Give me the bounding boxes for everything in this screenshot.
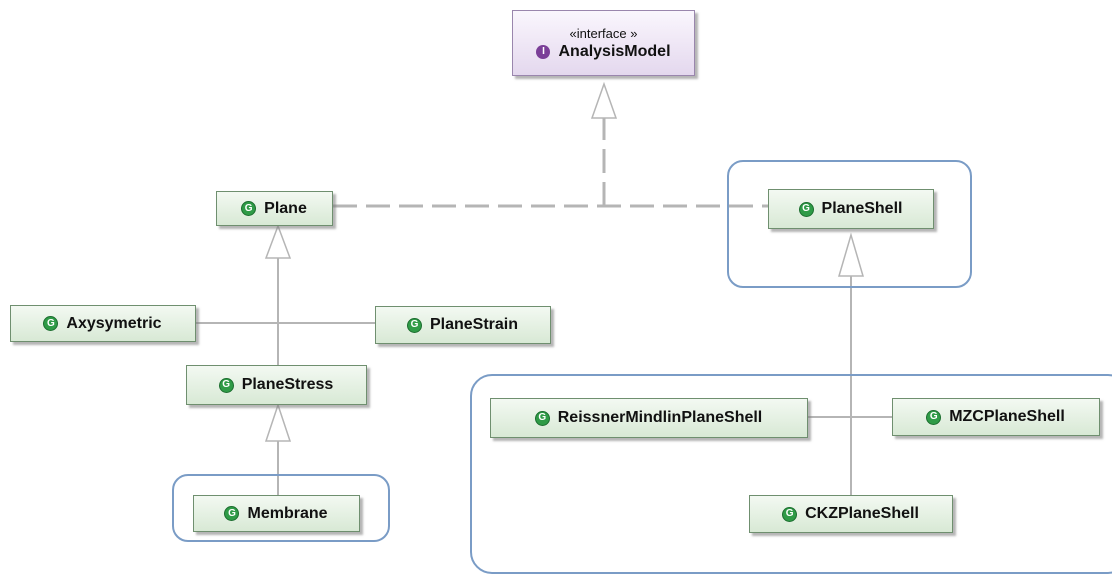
class-icon: G [225,507,239,520]
interface-name: AnalysisModel [558,42,671,60]
class-ckzplaneshell[interactable]: G CKZPlaneShell [749,495,953,533]
class-name: Plane [264,199,307,217]
interface-icon: I [536,44,551,59]
generalization-arrowhead-planeshell [837,232,865,277]
highlight-frame-planeshell [727,160,972,288]
class-name: Axysymetric [66,314,162,332]
class-planestress[interactable]: G PlaneStress [186,365,367,405]
generalization-arrowhead-planestress [264,402,292,442]
class-name: MZCPlaneShell [949,408,1065,425]
class-icon: G [44,317,58,330]
diagram-canvas [196,81,892,495]
class-icon: G [407,318,421,332]
interface-analysismodel[interactable]: «interface » I AnalysisModel [512,10,695,76]
class-axysymetric[interactable]: G Axysymetric [10,305,196,342]
class-name: PlaneShell [821,200,903,217]
class-icon: G [219,378,233,392]
interface-stereotype: «interface » [569,25,638,41]
highlight-frame-membrane [172,474,390,542]
class-name: PlaneStrain [429,316,519,333]
class-membrane[interactable]: G Membrane [193,495,360,532]
generalization-arrowhead-plane [264,223,292,259]
realization-arrowhead [590,81,618,119]
class-name: Membrane [247,504,328,522]
class-name: ReissnerMindlinPlaneShell [557,409,763,426]
class-icon: G [927,410,941,424]
class-planeshell[interactable]: G PlaneShell [768,189,934,229]
class-icon: G [242,202,256,215]
class-mzcplaneshell[interactable]: G MZCPlaneShell [892,398,1100,436]
class-icon: G [799,202,813,216]
class-planestrain[interactable]: G PlaneStrain [375,306,551,344]
class-icon: G [535,411,549,425]
class-name: PlaneStress [241,376,334,393]
class-name: CKZPlaneShell [805,505,919,522]
interface-title: I AnalysisModel [536,42,671,61]
class-reissnermindlinplaneshell[interactable]: G ReissnerMindlinPlaneShell [490,398,808,438]
class-plane[interactable]: G Plane [216,191,333,226]
class-icon: G [783,507,797,521]
